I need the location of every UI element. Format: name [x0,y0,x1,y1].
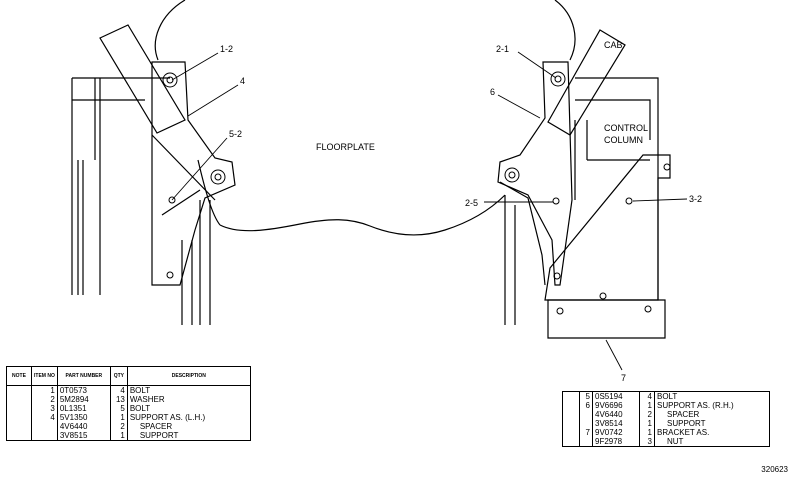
left-top-arc [154,0,186,61]
bolt-hole-icon [556,307,564,315]
right-lower-bar [504,195,516,325]
leader-5-2 [171,137,228,201]
bolt-hole-icon [162,72,178,88]
right-frame [575,77,659,300]
callout-2-5: 2-5 [465,198,478,208]
leader-7 [605,339,623,371]
drawing-number: 320623 [761,465,788,474]
callout-2-1: 2-1 [496,44,509,54]
bolt-hole-icon [554,75,562,83]
right-top-arc [554,0,576,61]
header-part: PART NUMBER [56,366,111,386]
leader-4 [187,84,239,117]
left-plate-edge [151,134,216,201]
bolt-hole-icon [166,76,174,84]
left-support-plate [151,61,236,286]
header-desc: DESCRIPTION [126,366,251,386]
bolt-hole-icon [663,163,671,171]
leader-lines [171,51,688,371]
left-diagonal-bar [99,24,186,134]
bolt-hole-icon [508,171,516,179]
callout-6: 6 [490,87,495,97]
bracket-base [547,299,666,339]
bolt-hole-icon [644,305,652,313]
left-post [71,78,101,295]
bolt-hole-icon [599,292,607,300]
right-plate-lower [499,181,546,286]
right-support-plate [497,61,573,286]
leader-3-2 [632,198,688,202]
callout-1-2: 1-2 [220,44,233,54]
left-lower-bar-2 [181,240,193,325]
left-frame-top [72,77,170,101]
callout-5-2: 5-2 [229,129,242,139]
bolt-hole-icon [166,271,174,279]
callout-4: 4 [240,76,245,86]
bracket-plate [544,154,671,301]
parts-table-left: NOTE ITEM NO PART NUMBER QTY DESCRIPTION… [6,366,251,441]
callout-7: 7 [621,373,626,383]
control-column-label-line1: CONTROL [604,123,648,133]
bolt-hole-icon [504,167,520,183]
bolt-hole-icon [625,197,633,205]
cab-label: CAB [604,40,623,50]
header-note: NOTE [6,366,32,386]
right-frame-inner [575,99,651,140]
header-item: ITEM NO [31,366,58,386]
header-qty: QTY [109,366,128,386]
left-lower-bar [199,200,211,325]
control-column-label-line2: COLUMN [604,135,643,145]
bolt-hole-icon [168,196,176,204]
bolt-hole-icon [550,71,566,87]
leader-6 [497,94,541,119]
floorplate-label: FLOORPLATE [316,142,375,152]
bolt-hole-icon [214,173,222,181]
bolt-hole-icon [553,272,561,280]
bolt-hole-icon [210,169,226,185]
structure-lines [71,0,671,339]
left-inner-post [77,160,84,295]
callout-3-2: 3-2 [689,194,702,204]
leader-1-2 [171,52,219,81]
left-plate-inner [161,189,201,216]
bolt-hole-icon [552,197,560,205]
bolt-holes [162,71,671,315]
leader-2-1 [517,51,557,79]
floorplate-edge [219,194,506,236]
